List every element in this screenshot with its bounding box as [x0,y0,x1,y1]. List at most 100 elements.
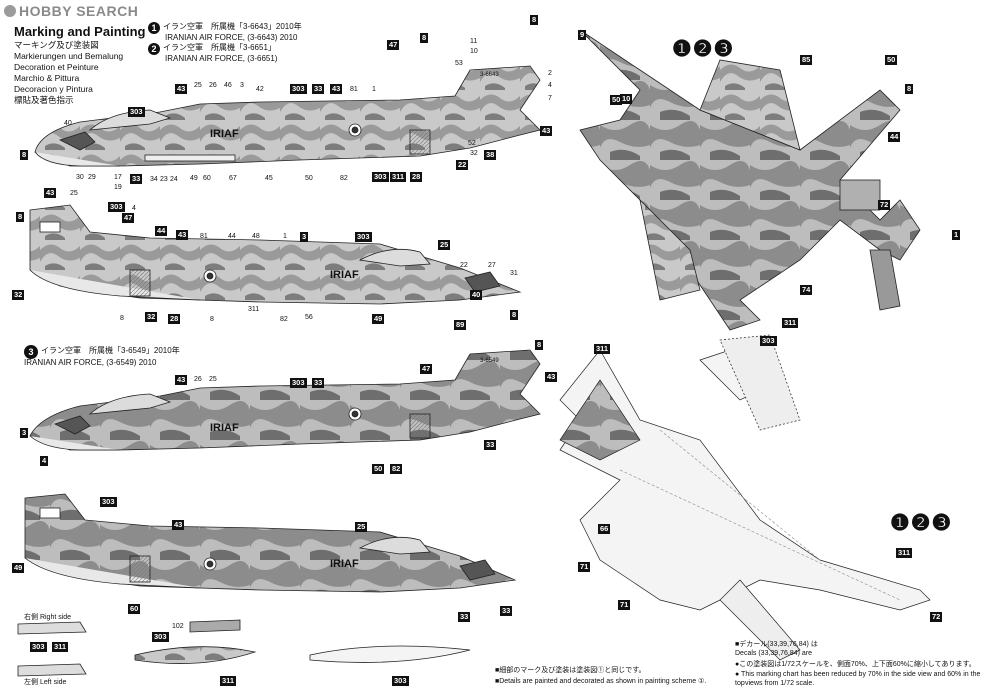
subtitle-jp: マーキング及び塗装図 [14,40,99,50]
callout: 311 [248,306,260,313]
callout: 303 [290,378,307,388]
callout: 46 [224,82,232,89]
callout: 8 [420,33,429,43]
scheme-2-en: IRANIAN AIR FORCE, (3-6651) [165,54,278,63]
callout: 8 [510,310,519,320]
callout: 47 [420,364,433,374]
callout: 29 [88,174,96,181]
part-label: 102 [172,623,184,630]
callout: 33 [458,612,471,622]
callout: 38 [484,150,497,160]
hobbysearch-logo-icon [4,5,16,17]
callout: 49 [372,314,385,324]
callout: 4 [548,82,552,89]
page-title: Marking and Painting [14,24,146,39]
callout: 33 [500,606,513,616]
callout: 44 [155,226,168,236]
callout: 81 [200,233,208,240]
callout: 32 [470,150,478,157]
callout: 33 [312,378,325,388]
callout: 303 [290,84,307,94]
part-label: 303 [392,676,409,686]
callout: 42 [256,86,264,93]
subtitle-fr: Decoration et Peinture [14,62,99,72]
callout: 303 [355,232,372,242]
profile-1-left: IRIAF 3-6643 [34,65,541,167]
callout: 22 [456,160,469,170]
callout: 23 [160,176,168,183]
callout: 32 [145,312,158,322]
callout: 40 [470,290,483,300]
scheme-badge-top: ❶❷❸ [672,36,735,61]
callout: 11 [470,38,478,45]
callout: 8 [905,84,914,94]
callout: 49 [190,175,198,182]
part-label: 311 [52,642,69,652]
callout: 71 [618,600,631,610]
callout: 28 [410,172,423,182]
callout: 27 [488,262,496,269]
callout: 44 [228,233,236,240]
callout: 50 [885,55,898,65]
note-line: ●この塗装図は1/72スケールを、側面70%、上下面60%に縮小してあります。 [735,661,976,668]
scheme-1-en: IRANIAN AIR FORCE, (3-6643) 2010 [165,33,298,42]
callout: 1 [952,230,961,240]
callout: 82 [280,316,288,323]
subtitle-cn: 標貼及著色指示 [14,95,74,105]
right-side-label: 右側 Right side [24,614,72,621]
callout: 82 [340,175,348,182]
callout: 44 [888,132,901,142]
callout: 4 [40,456,49,466]
callout: 25 [70,190,78,197]
callout: 43 [176,230,189,240]
callout: 32 [12,290,25,300]
callout: 303 [372,172,389,182]
callout: 311 [896,548,913,558]
callout: 47 [387,40,400,50]
callout: 43 [44,188,57,198]
callout: 53 [455,60,463,67]
callout: 7 [548,95,552,102]
callout: 25 [209,376,217,383]
callout: 31 [510,270,518,277]
callout: 17 [114,174,122,181]
footer-note: ■細部のマーク及び塗装は塗装図①と同じです。 [495,667,646,674]
svg-text:3-6549: 3-6549 [480,358,499,364]
callout: 3 [20,428,29,438]
callout: 60 [203,175,211,182]
callout: 1 [372,86,376,93]
callout: 43 [330,84,343,94]
callout: 40 [64,120,72,127]
callout: 67 [229,175,237,182]
callout: 303 [128,107,145,117]
callout: 43 [175,375,188,385]
note-line: ■デカール(33,39,76,84) は [735,641,818,648]
callout: 82 [390,464,403,474]
callout: 49 [12,563,25,573]
callout: 8 [530,15,539,25]
part-label: 303 [30,642,47,652]
callout: 43 [545,372,558,382]
callout: 72 [930,612,943,622]
callout: 34 [150,176,158,183]
scheme-3-en: IRANIAN AIR FORCE, (3-6549) 2010 [24,358,157,367]
callout: 8 [535,340,544,350]
callout: 48 [252,233,260,240]
callout: 28 [168,314,181,324]
callout: 45 [265,175,273,182]
callout: 8 [120,315,124,322]
subtitle-de: Markierungen und Bemalung [14,51,124,61]
callout: 311 [782,318,799,328]
callout: 303 [108,202,125,212]
callout: 8 [20,150,29,160]
profile-1-right: IRIAF [29,204,522,305]
callout: 71 [578,562,591,572]
callout: 303 [100,497,117,507]
callout: 9 [578,30,587,40]
callout: 66 [598,524,611,534]
callout: 43 [540,126,553,136]
callout: 50 [610,95,623,105]
